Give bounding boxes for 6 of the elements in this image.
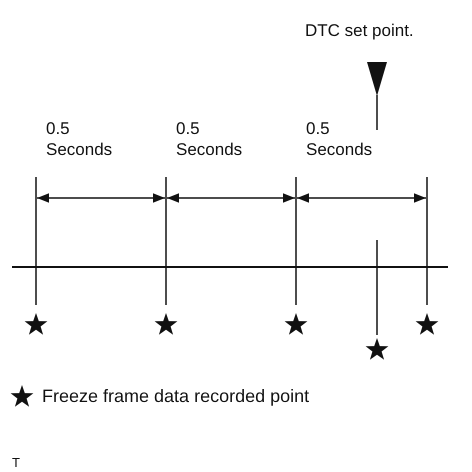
legend-label: Freeze frame data recorded point	[42, 386, 310, 407]
interval-label: 0.5 Seconds	[306, 118, 374, 160]
interval-label: 0.5 Seconds	[176, 118, 244, 160]
interval-label: 0.5 Seconds	[46, 118, 114, 160]
figure-code: T	[12, 454, 21, 472]
set-point-label: DTC set point.	[305, 20, 415, 41]
